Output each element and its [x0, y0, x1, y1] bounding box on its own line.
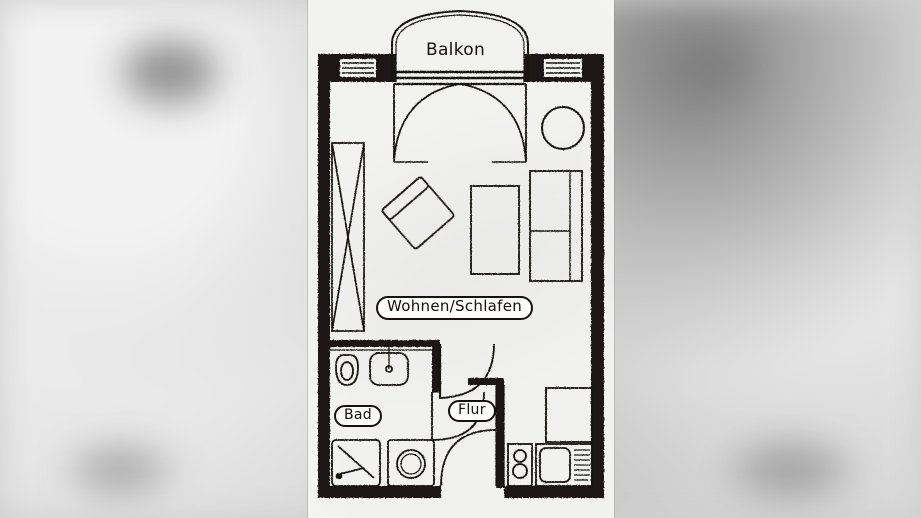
wall-bottom-left: [318, 486, 441, 498]
floor-plan-sheet: Balkon Wohnen/Schlafen Bad Flur: [308, 0, 614, 518]
balcony-door: [393, 70, 527, 163]
rectangular-table: [470, 185, 520, 275]
entrance-door: [440, 429, 497, 487]
washbasin: [369, 346, 409, 386]
bathroom-door: [438, 343, 495, 399]
toilet: [335, 354, 359, 386]
balcony-outline: [391, 9, 529, 82]
wall-right: [591, 54, 604, 498]
wall-bath-top: [330, 340, 440, 347]
wall-bath-right: [432, 340, 440, 392]
room-label-wohnen-schlafen: Wohnen/Schlafen: [376, 296, 534, 320]
window-left: [342, 62, 374, 74]
floor-plan-drawing: [308, 0, 614, 518]
window-right: [546, 62, 580, 74]
cooktop: [507, 443, 533, 487]
wall-flur-right-upper: [496, 378, 504, 488]
shower-tray: [331, 439, 381, 487]
room-label-flur: Flur: [448, 400, 496, 422]
wall-bottom-right: [504, 486, 604, 498]
kitchen-sink: [535, 443, 593, 487]
sofa-bed: [529, 170, 583, 282]
wardrobe-closet: [331, 142, 365, 332]
wall-left: [318, 54, 330, 498]
wall-flur-jog: [468, 378, 504, 385]
wall-top-right-segment: [544, 54, 582, 59]
armchair: [381, 176, 455, 250]
wall-top-left-segment: [340, 54, 376, 59]
washing-machine: [387, 439, 435, 487]
kitchen-counter: [574, 449, 590, 481]
tall-cabinet: [545, 387, 593, 443]
round-table: [541, 106, 585, 150]
room-label-bad: Bad: [334, 405, 382, 427]
wall-top-left-pier: [318, 54, 340, 82]
room-label-balkon: Balkon: [426, 40, 486, 60]
wall-top-right-pier: [582, 54, 604, 82]
